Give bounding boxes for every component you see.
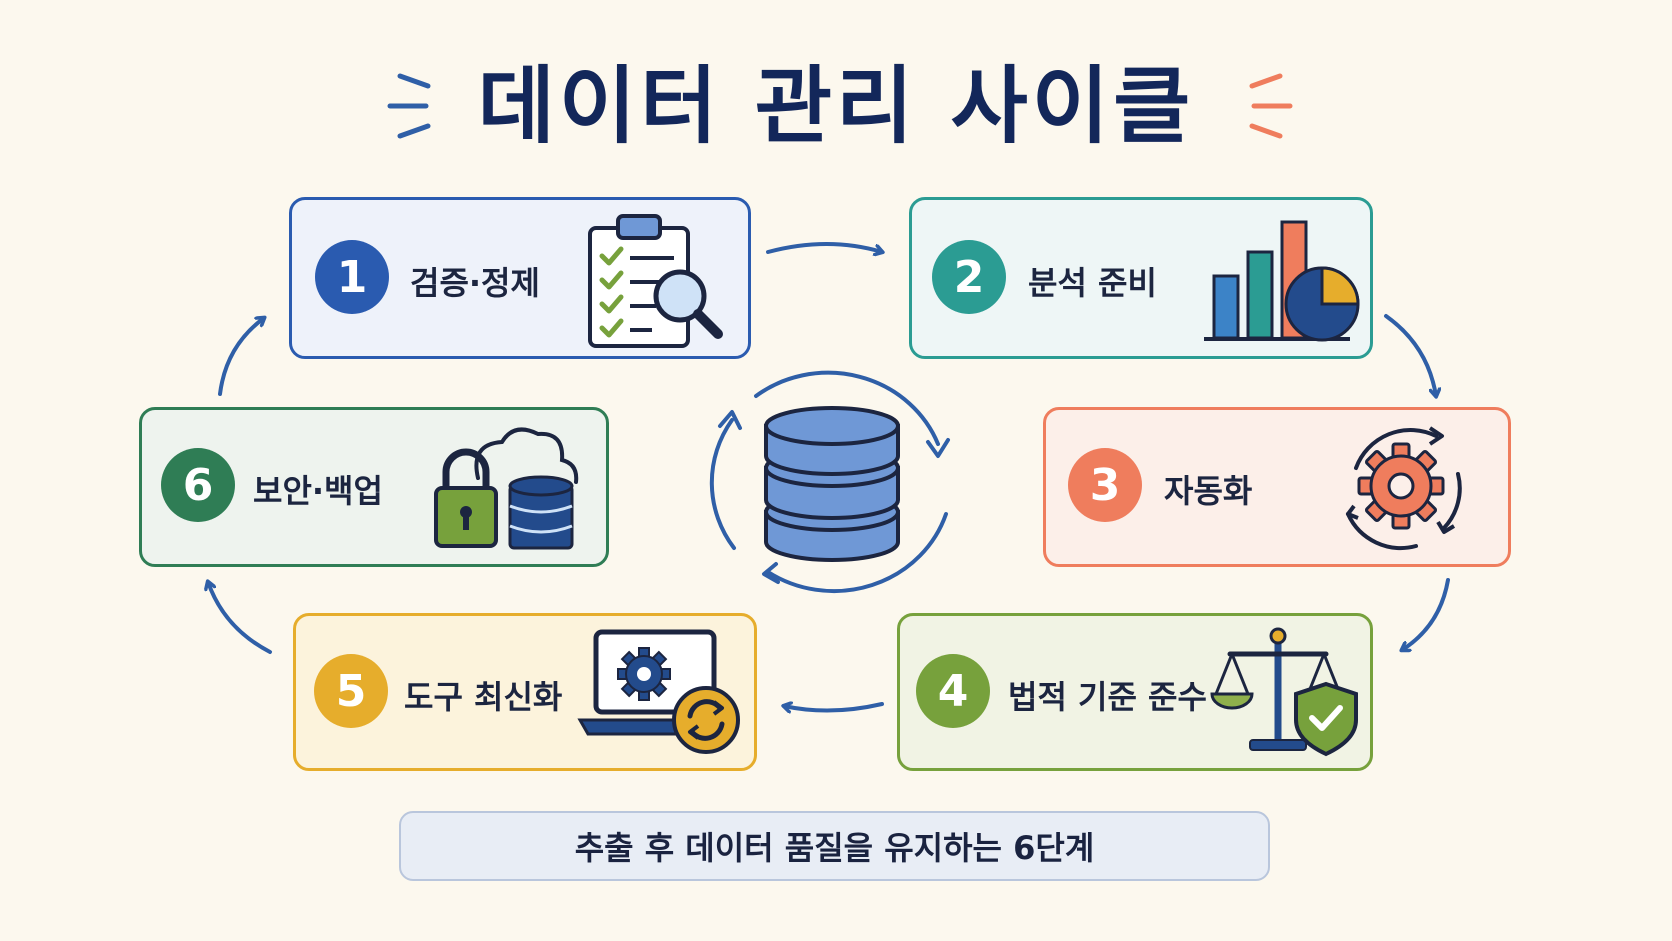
step-label: 보안·백업 — [253, 472, 383, 510]
step-label: 법적 기준 준수 — [1008, 678, 1207, 716]
step-number-badge: 1 — [315, 240, 389, 314]
step-card-tool-update: 5 도구 최신화 — [293, 613, 757, 771]
step-card-analysis-prep: 2 분석 준비 — [909, 197, 1373, 359]
arrow-6-to-1 — [218, 318, 264, 396]
arrow-5-to-6 — [208, 582, 272, 654]
step-number-badge: 2 — [932, 240, 1006, 314]
arrow-2-to-3 — [1384, 314, 1436, 396]
arrow-4-to-5 — [784, 704, 884, 711]
arrow-1-to-2 — [766, 242, 882, 252]
page-title: 데이터 관리 사이클 — [477, 57, 1195, 155]
step-label: 자동화 — [1164, 472, 1253, 510]
lock-cloud-database-icon — [434, 427, 579, 550]
step-label: 도구 최신화 — [404, 678, 563, 716]
footer-caption: 추출 후 데이터 품질을 유지하는 6단계 — [399, 811, 1270, 881]
title-decor-left-icon — [387, 73, 431, 139]
step-label: 검증·정제 — [410, 264, 540, 302]
step-number-badge: 5 — [314, 654, 388, 728]
bar-pie-chart-icon — [1204, 220, 1360, 342]
step-number-badge: 4 — [916, 654, 990, 728]
step-label: 분석 준비 — [1028, 264, 1157, 302]
laptop-update-icon — [577, 629, 740, 754]
database-cycle-icon — [709, 370, 950, 594]
clipboard-magnifier-icon — [588, 214, 723, 348]
title-decor-right-icon — [1249, 73, 1293, 139]
step-card-legal-compliance: 4 법적 기준 준수 — [897, 613, 1373, 771]
gear-cycle-icon — [1346, 426, 1462, 550]
arrow-3-to-4 — [1402, 578, 1450, 650]
step-card-validation: 1 검증·정제 — [289, 197, 751, 359]
step-number-badge: 6 — [161, 448, 235, 522]
step-card-security-backup: 6 보안·백업 — [139, 407, 609, 567]
step-card-automation: 3 자동화 — [1043, 407, 1511, 567]
step-number-badge: 3 — [1068, 448, 1142, 522]
scale-shield-icon — [1210, 627, 1358, 757]
